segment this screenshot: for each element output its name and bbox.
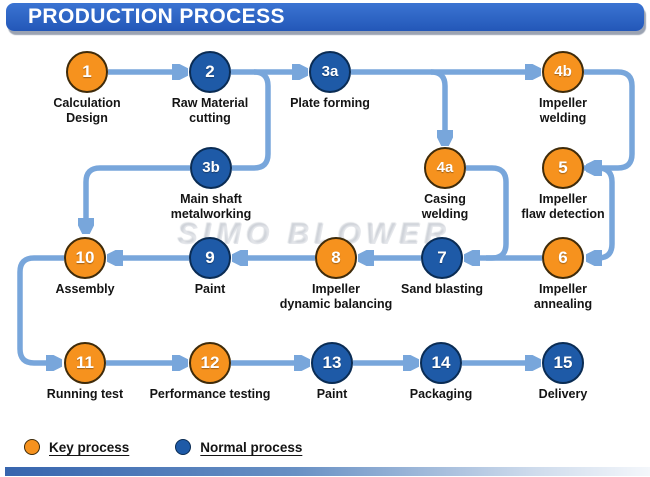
node-label-6: Impeller annealing: [533, 282, 593, 311]
edge-4b-to-5: [584, 69, 635, 168]
process-node-12: 12: [189, 342, 231, 384]
bottom-gradient-bar: [5, 467, 650, 476]
process-node-6: 6: [542, 237, 584, 279]
legend-item-normal-process: Normal process: [175, 439, 302, 455]
node-label-10: Assembly: [55, 282, 115, 296]
node-label-14: Packaging: [409, 387, 473, 401]
edge-4a-to-7: [466, 165, 509, 261]
process-node-10: 10: [64, 237, 106, 279]
edge-2-to-3b: [232, 69, 271, 171]
node-label-2: Raw Material cutting: [171, 96, 249, 125]
process-node-13: 13: [311, 342, 353, 384]
node-label-3b: Main shaft metalworking: [170, 192, 252, 221]
process-node-11: 11: [64, 342, 106, 384]
process-node-9: 9: [189, 237, 231, 279]
process-node-15: 15: [542, 342, 584, 384]
node-label-11: Running test: [46, 387, 124, 401]
page-title: PRODUCTION PROCESS: [28, 5, 285, 28]
node-label-7: Sand blasting: [401, 282, 483, 296]
edge-3a-to-4a: [430, 69, 445, 144]
node-label-4a: Casing welding: [421, 192, 469, 221]
edge-3b-to-10: [86, 165, 190, 232]
node-label-13: Paint: [316, 387, 348, 401]
process-node-3b: 3b: [190, 147, 232, 189]
process-node-4a: 4a: [424, 147, 466, 189]
legend-item-key-process: Key process: [24, 439, 129, 455]
process-node-2: 2: [189, 51, 231, 93]
process-node-4b: 4b: [542, 51, 584, 93]
process-node-8: 8: [315, 237, 357, 279]
legend-label-normal: Normal process: [200, 439, 303, 455]
legend: Key process Normal process: [24, 439, 302, 455]
key-process-dot-icon: [24, 439, 40, 455]
process-node-7: 7: [421, 237, 463, 279]
legend-label-key: Key process: [49, 439, 130, 455]
process-node-3a: 3a: [309, 51, 351, 93]
node-label-3a: Plate forming: [290, 96, 370, 110]
edge-5-to-6: [584, 165, 615, 258]
node-label-1: Calculation Design: [53, 96, 121, 125]
normal-process-dot-icon: [175, 439, 192, 455]
edge-10-to-11: [17, 255, 64, 363]
node-label-12: Performance testing: [149, 387, 271, 401]
node-label-4b: Impeller welding: [539, 96, 587, 125]
process-node-5: 5: [542, 147, 584, 189]
node-label-5: Impeller flaw detection: [521, 192, 605, 221]
node-label-9: Paint: [194, 282, 226, 296]
node-label-15: Delivery: [538, 387, 588, 401]
title-banner: PRODUCTION PROCESS: [6, 3, 644, 31]
process-node-14: 14: [420, 342, 462, 384]
process-node-1: 1: [66, 51, 108, 93]
node-label-8: Impeller dynamic balancing: [279, 282, 393, 311]
